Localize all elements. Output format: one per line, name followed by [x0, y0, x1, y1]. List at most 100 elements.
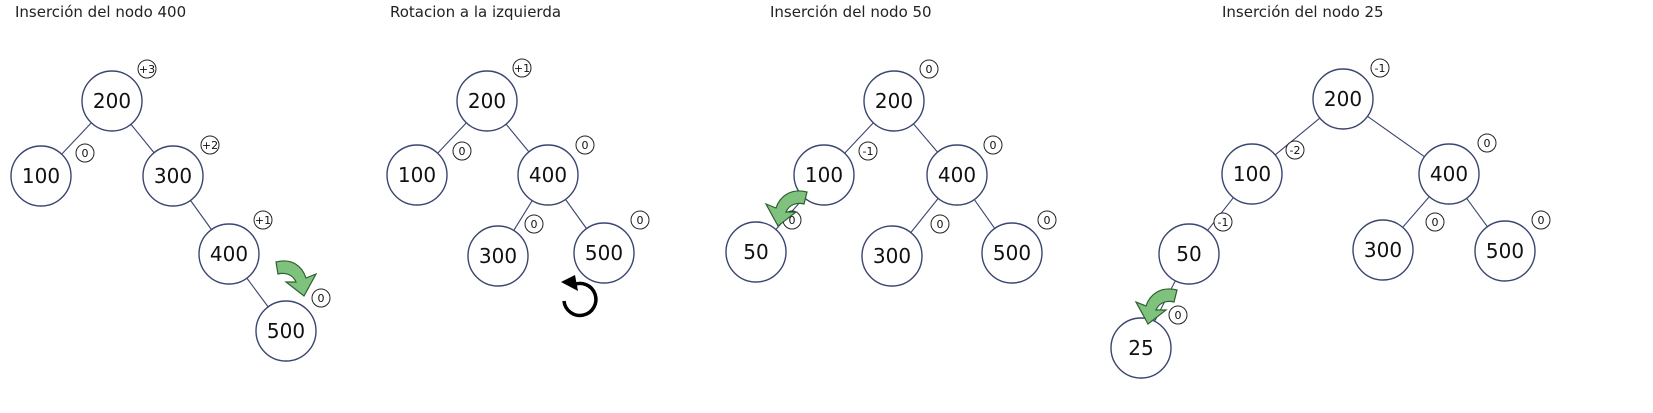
node-circle [793, 144, 855, 206]
tree-edge [844, 122, 874, 154]
node-value: 100 [1233, 162, 1271, 186]
tree-edge [246, 277, 269, 308]
balance-factor-badge: +2 [200, 135, 220, 155]
balance-factor-badge: +1 [253, 210, 273, 230]
panel-2-title: Rotacion a la izquierda [390, 3, 562, 21]
balance-factor-value: -1 [863, 145, 874, 158]
balance-factor-badge: 0 [930, 214, 950, 234]
balance-factor-value: 0 [82, 147, 89, 160]
balance-factor-value: 0 [1484, 137, 1491, 150]
tree-edge [1274, 117, 1321, 156]
green-rotate-left-arrow-icon [1134, 288, 1178, 325]
balance-factor-badge: 0 [1425, 212, 1445, 232]
node-value: 100 [22, 164, 60, 188]
node-circle [725, 221, 787, 283]
balance-factor-value: 0 [990, 139, 997, 152]
tree-node: 300 [142, 145, 204, 207]
node-value: 100 [805, 163, 843, 187]
balance-factor-value: 0 [318, 292, 325, 305]
balance-factor-badge: 0 [575, 135, 595, 155]
node-value: 300 [1364, 238, 1402, 262]
tree-node: 300 [467, 225, 529, 287]
balance-factor-value: 0 [1432, 216, 1439, 229]
tree-node: 300 [861, 225, 923, 287]
node-circle [255, 300, 317, 362]
tree-node: 200 [456, 70, 518, 132]
tree-node: 400 [926, 144, 988, 206]
tree-edge [913, 123, 938, 153]
tree-edge [1402, 196, 1430, 228]
tree-node: 200 [81, 70, 143, 132]
balance-factor-value: 0 [1044, 214, 1051, 227]
tree-edge [513, 200, 533, 231]
node-value: 25 [1128, 336, 1153, 360]
balance-factor-badge: 0 [311, 288, 331, 308]
balance-factor-value: 0 [937, 218, 944, 231]
tree-node: 50 [1158, 223, 1220, 285]
tree-node: 500 [255, 300, 317, 362]
node-value: 50 [1176, 242, 1201, 266]
tree-node: 200 [863, 70, 925, 132]
balance-factor-value: 0 [459, 145, 466, 158]
balance-factor-badge: 0 [524, 214, 544, 234]
node-circle [386, 144, 448, 206]
balance-factor-value: +1 [255, 214, 271, 227]
balance-factor-badge: 0 [452, 141, 472, 161]
balance-factor-value: 0 [637, 214, 644, 227]
node-value: 500 [585, 241, 623, 265]
balance-factor-value: 0 [1538, 214, 1545, 227]
tree-edge [437, 122, 467, 154]
tree-node: 100 [1221, 143, 1283, 205]
node-value: 400 [1430, 162, 1468, 186]
node-value: 500 [1486, 239, 1524, 263]
balance-factor-value: +2 [202, 139, 218, 152]
balance-factor-badge: 0 [75, 143, 95, 163]
node-value: 400 [210, 242, 248, 266]
balance-factor-badge: 0 [630, 210, 650, 230]
tree-edge [190, 200, 212, 230]
tree-node: 100 [10, 145, 72, 207]
balance-factor-value: -1 [1375, 62, 1386, 75]
tree-edge [61, 122, 92, 155]
node-circle [981, 222, 1043, 284]
panel-3-title: Inserción del nodo 50 [770, 3, 932, 21]
node-circle [1418, 143, 1480, 205]
node-value: 50 [743, 240, 768, 264]
node-circle [1158, 223, 1220, 285]
node-value: 500 [993, 241, 1031, 265]
node-value: 200 [468, 89, 506, 113]
balance-factor-badge: 0 [1037, 210, 1057, 230]
tree-edge [565, 199, 587, 229]
green-rotate-left-arrow-icon [764, 190, 808, 227]
node-value: 300 [479, 244, 517, 268]
balance-factor-badge: 0 [1531, 210, 1551, 230]
balance-factor-value: 0 [926, 63, 933, 76]
balance-factor-value: 0 [582, 139, 589, 152]
balance-factor-badge: 0 [983, 135, 1003, 155]
balance-factor-badge: -1 [1370, 58, 1390, 78]
balance-factor-badge: -1 [858, 141, 878, 161]
node-value: 200 [93, 89, 131, 113]
tree-node: 100 [386, 144, 448, 206]
tree-edge [505, 123, 530, 153]
tree-edge [1466, 197, 1488, 228]
tree-node: 200 [1312, 68, 1374, 130]
node-circle [573, 222, 635, 284]
balance-factor-value: 0 [531, 218, 538, 231]
tree-node: 25 [1110, 317, 1172, 379]
rotate-counterclockwise-icon [561, 275, 598, 318]
node-circle [142, 145, 204, 207]
tree-node: 500 [981, 222, 1043, 284]
tree-edge [1367, 115, 1425, 158]
node-value: 300 [154, 164, 192, 188]
balance-factor-value: -2 [1290, 144, 1301, 157]
tree-node: 400 [517, 144, 579, 206]
balance-factor-value: +1 [514, 62, 530, 75]
balance-factor-value: 0 [789, 214, 796, 227]
node-circle [861, 225, 923, 287]
balance-factor-badge: -2 [1285, 140, 1305, 160]
tree-edge [910, 198, 939, 233]
node-circle [1352, 219, 1414, 281]
node-value: 100 [398, 163, 436, 187]
